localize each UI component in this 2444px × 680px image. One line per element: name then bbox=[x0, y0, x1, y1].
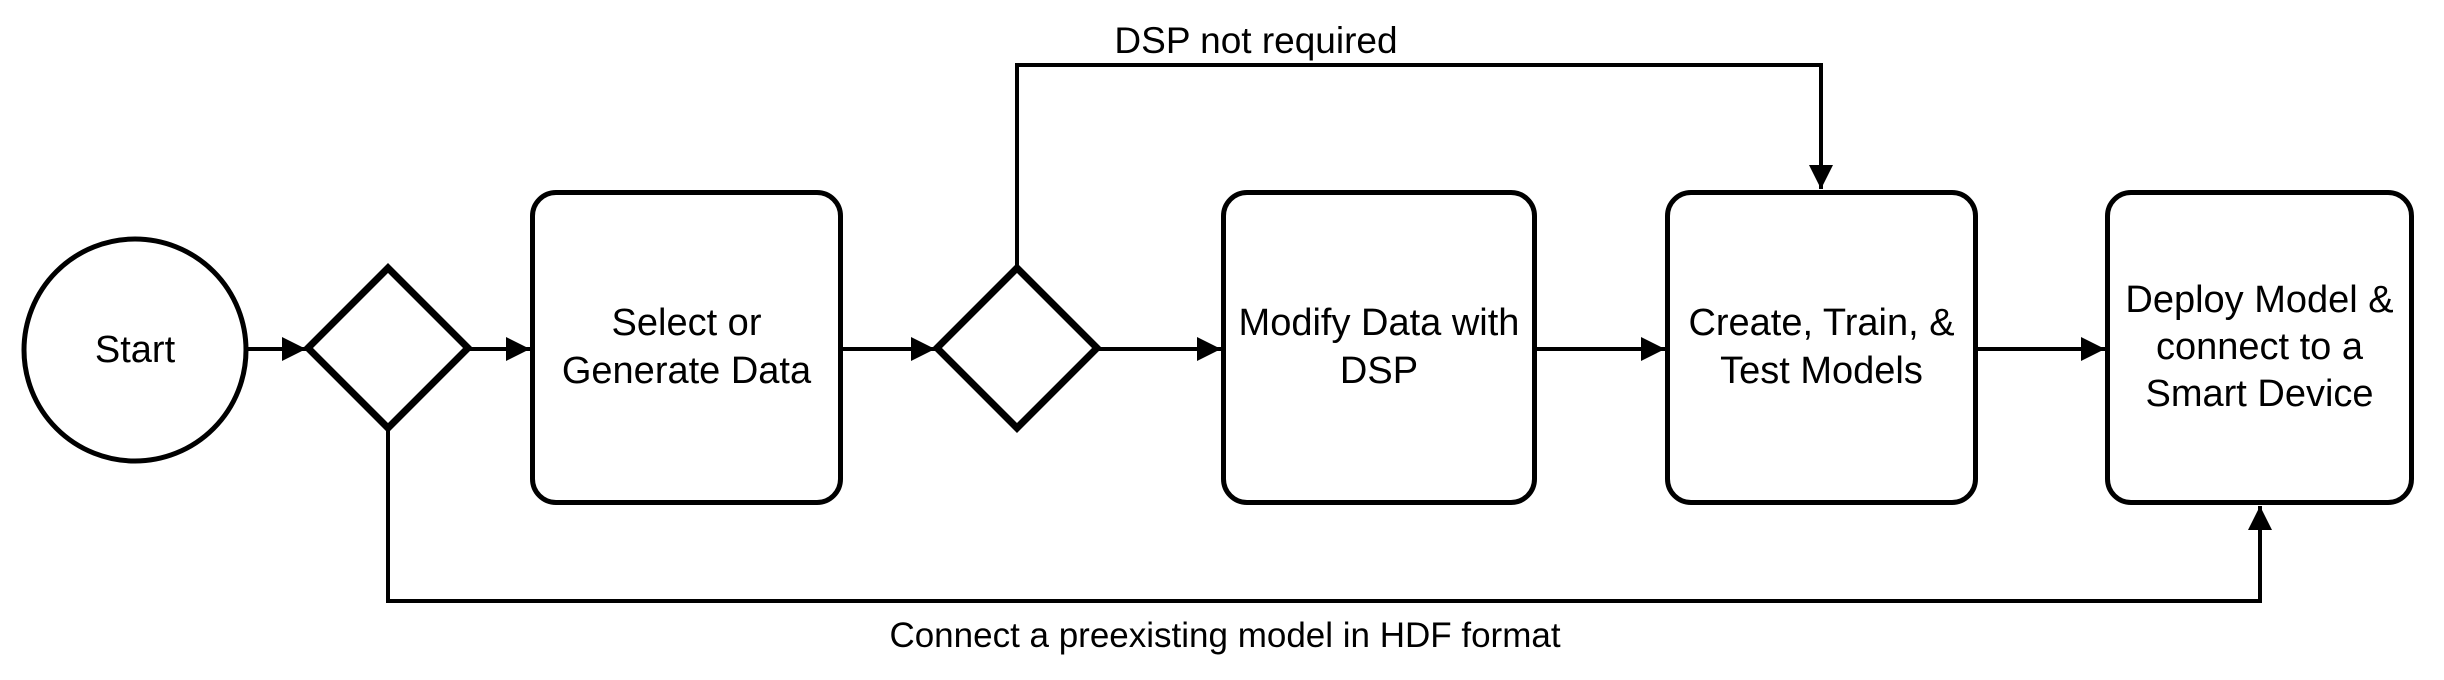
step-modify-data-dsp-box: Modify Data with DSP bbox=[1221, 190, 1537, 505]
step-label-line: Generate Data bbox=[561, 349, 812, 392]
edge-dsp-not-required-bypass bbox=[1015, 63, 1833, 268]
step-label-line: DSP bbox=[1339, 349, 1419, 392]
decision2-node bbox=[932, 263, 1102, 433]
step-label-line: connect to a bbox=[2155, 325, 2364, 368]
step-label-line: Modify Data with bbox=[1238, 302, 1520, 345]
step-deploy-model-box: Deploy Model & connect to a Smart Device bbox=[2105, 190, 2414, 505]
edge-preexisting-model-bypass bbox=[386, 428, 2272, 603]
start-label: Start bbox=[94, 328, 176, 371]
decision1-node bbox=[303, 263, 473, 433]
edge-label-preexisting-model: Connect a preexisting model in HDF forma… bbox=[889, 616, 1561, 655]
step-create-train-test-box: Create, Train, & Test Models bbox=[1665, 190, 1978, 505]
step-label-line: Smart Device bbox=[2145, 373, 2374, 416]
start-node bbox=[21, 236, 249, 464]
step-label-line: Test Models bbox=[1720, 349, 1923, 392]
step-label-line: Select or bbox=[611, 302, 762, 345]
step-select-generate-data-box: Select or Generate Data bbox=[530, 190, 843, 505]
edge-label-dsp-not-required: DSP not required bbox=[1114, 20, 1398, 61]
step-label-line: Create, Train, & bbox=[1688, 302, 1955, 345]
step-label-line: Deploy Model & bbox=[2125, 278, 2394, 321]
